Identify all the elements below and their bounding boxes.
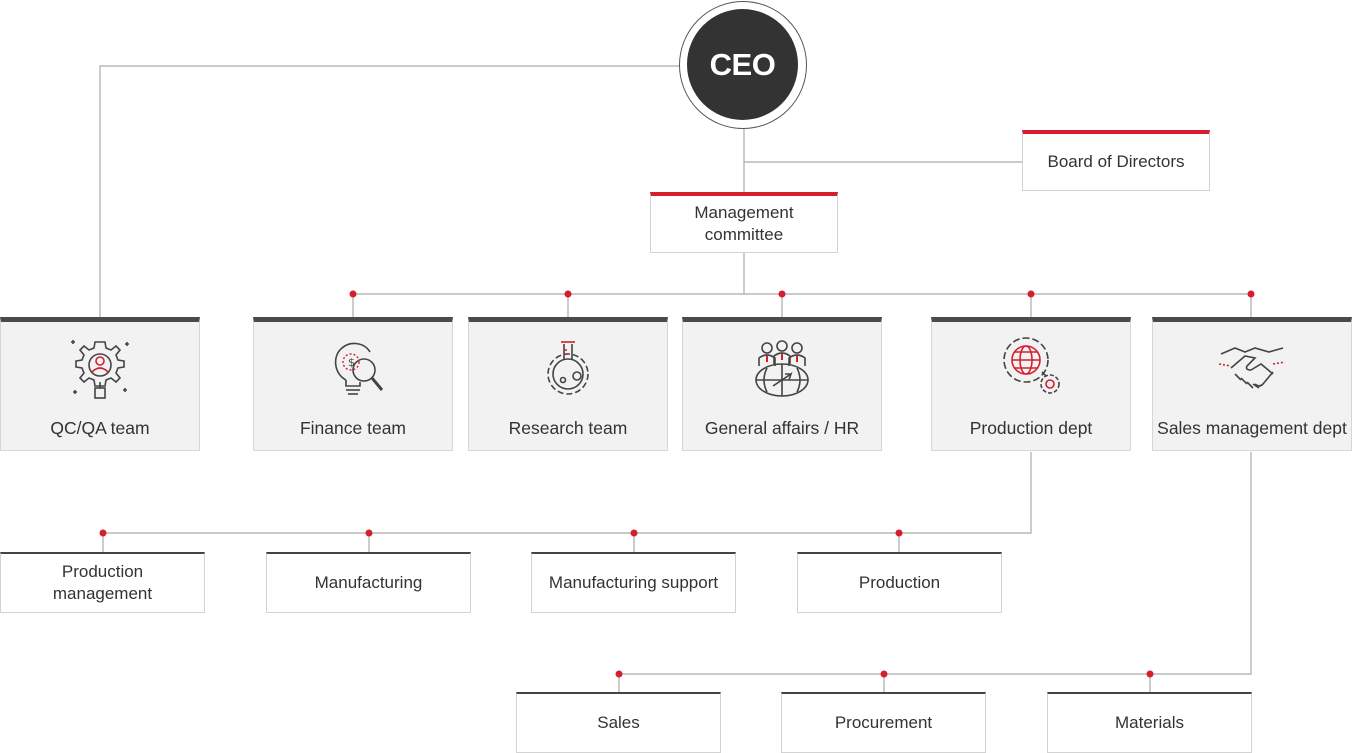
globe-gears-icon — [1003, 337, 1060, 394]
handshake-icon — [1218, 347, 1286, 389]
unit-sales: Sales — [516, 692, 721, 753]
team-research: Research team — [468, 317, 668, 451]
unit-production-management: Production management — [0, 552, 205, 613]
team-finance: $ Finance team — [253, 317, 453, 451]
team-general-affairs-hr: General affairs / HR — [682, 317, 882, 451]
team-label: Sales management dept — [1157, 418, 1347, 438]
committee-label-line1: Management — [694, 203, 794, 222]
team-label: Production dept — [969, 418, 1093, 438]
gear-flask-icon — [547, 341, 589, 395]
unit-label: Materials — [1115, 713, 1184, 732]
unit-label-line2: management — [52, 584, 153, 603]
unit-manufacturing: Manufacturing — [266, 552, 471, 613]
ceo-node: CEO — [679, 1, 807, 129]
team-label: Finance team — [299, 418, 407, 438]
team-label: Research team — [508, 418, 628, 438]
board-label: Board of Directors — [1047, 152, 1185, 171]
board-of-directors-box: Board of Directors — [1022, 130, 1210, 191]
unit-procurement: Procurement — [781, 692, 986, 753]
team-label: QC/QA team — [50, 418, 150, 438]
people-globe-icon — [755, 340, 809, 397]
bulb-magnifier-icon: $ — [334, 342, 384, 395]
unit-label: Sales — [597, 713, 640, 732]
unit-label: Manufacturing — [314, 573, 423, 592]
team-qcqa: QC/QA team — [0, 317, 200, 451]
unit-label: Manufacturing support — [548, 573, 719, 592]
ceo-label: CEO — [687, 9, 798, 120]
unit-label: Production — [858, 573, 941, 592]
committee-label-line2: committee — [704, 225, 784, 244]
unit-production: Production — [797, 552, 1002, 613]
unit-label-line1: Production — [61, 562, 144, 581]
unit-materials: Materials — [1047, 692, 1252, 753]
team-label: General affairs / HR — [704, 418, 860, 438]
team-sales-management-dept: Sales management dept — [1152, 317, 1352, 451]
management-committee-box: Management committee — [650, 192, 838, 253]
svg-text:$: $ — [348, 356, 355, 369]
unit-manufacturing-support: Manufacturing support — [531, 552, 736, 613]
gear-person-icon — [71, 340, 129, 399]
unit-label: Procurement — [834, 713, 933, 732]
team-production-dept: Production dept — [931, 317, 1131, 451]
